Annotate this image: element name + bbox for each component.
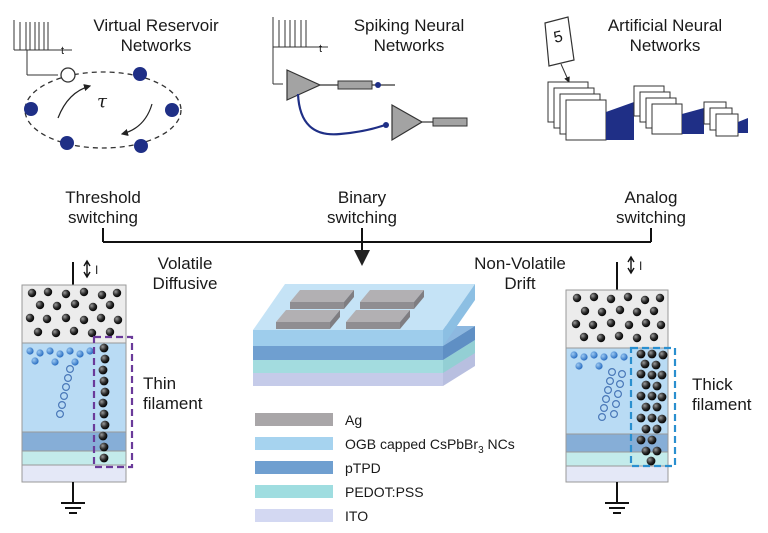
left-migration-trail bbox=[55, 365, 74, 419]
reservoir-node bbox=[60, 136, 74, 150]
label-nonvolatile-drift: Non-Volatile Drift bbox=[474, 254, 566, 293]
legend-label-perovskite: OGB capped CsPbBr3 NCs bbox=[345, 436, 515, 456]
ground-icon bbox=[61, 502, 85, 514]
title-reservoir-line1: Virtual Reservoir bbox=[93, 16, 219, 35]
right-device bbox=[565, 255, 677, 514]
ground-icon bbox=[605, 502, 629, 514]
label-thick-filament: Thick filament bbox=[692, 375, 752, 414]
legend-swatch-ito bbox=[255, 509, 333, 522]
thin-filament-frame bbox=[92, 335, 134, 469]
legend-swatches bbox=[255, 413, 333, 522]
input-node bbox=[60, 67, 76, 83]
right-filament bbox=[636, 349, 668, 466]
ag-electrodes bbox=[276, 290, 424, 329]
legend-label-pedot: PEDOT:PSS bbox=[345, 484, 424, 500]
label-binary-switching: Binary switching bbox=[327, 188, 397, 227]
device-stack-3d bbox=[253, 284, 475, 386]
time-axis-label-1: t bbox=[61, 45, 65, 57]
left-device bbox=[21, 259, 134, 514]
reservoir-node bbox=[24, 102, 38, 116]
legend-label-ptpd: pTPD bbox=[345, 460, 381, 476]
time-axis-label-2: t bbox=[319, 43, 323, 55]
legend-swatch-ptpd bbox=[255, 461, 333, 474]
title-artificial: Artificial Neural Networks bbox=[585, 16, 745, 56]
right-migration-trail bbox=[597, 368, 626, 422]
reservoir-node bbox=[165, 103, 179, 117]
reservoir-node bbox=[134, 139, 148, 153]
title-reservoir-line2: Networks bbox=[120, 36, 192, 55]
spike-train-icon bbox=[272, 17, 328, 85]
current-symbol-right: I bbox=[639, 259, 643, 273]
spike-train-icon bbox=[13, 20, 72, 76]
left-blue-ions bbox=[26, 347, 94, 366]
legend-label-ag: Ag bbox=[345, 412, 363, 428]
spiking-network-icon bbox=[272, 17, 468, 142]
legend-swatch-perovskite bbox=[255, 437, 333, 450]
label-analog-switching: Analog switching bbox=[616, 188, 686, 227]
label-threshold-switching: Threshold switching bbox=[65, 188, 141, 227]
label-thin-filament: Thin filament bbox=[143, 374, 203, 413]
title-spiking-line1: Spiking Neural bbox=[353, 16, 465, 35]
title-spiking: Spiking Neural Networks bbox=[329, 16, 489, 56]
title-artificial-line2: Networks bbox=[629, 36, 701, 55]
legend-label-ito: ITO bbox=[345, 508, 369, 524]
legend-swatch-pedot bbox=[255, 485, 333, 498]
reservoir-node bbox=[133, 67, 147, 81]
tau-symbol: τ bbox=[97, 91, 107, 112]
left-filament bbox=[98, 343, 110, 463]
title-artificial-line1: Artificial Neural bbox=[607, 16, 723, 35]
reservoir-network-icon bbox=[13, 20, 182, 153]
legend-swatch-ag bbox=[255, 413, 333, 426]
current-symbol-left: I bbox=[95, 263, 99, 277]
label-volatile-diffusive: Volatile Diffusive bbox=[152, 254, 218, 293]
thick-filament-frame bbox=[629, 346, 677, 468]
right-ag-particles bbox=[571, 292, 666, 343]
switching-bracket bbox=[102, 228, 652, 266]
title-reservoir: Virtual Reservoir Networks bbox=[66, 16, 246, 56]
left-ag-particles bbox=[25, 287, 123, 338]
title-spiking-line2: Networks bbox=[373, 36, 445, 55]
artificial-network-icon bbox=[544, 16, 748, 141]
right-blue-ions bbox=[570, 351, 628, 370]
